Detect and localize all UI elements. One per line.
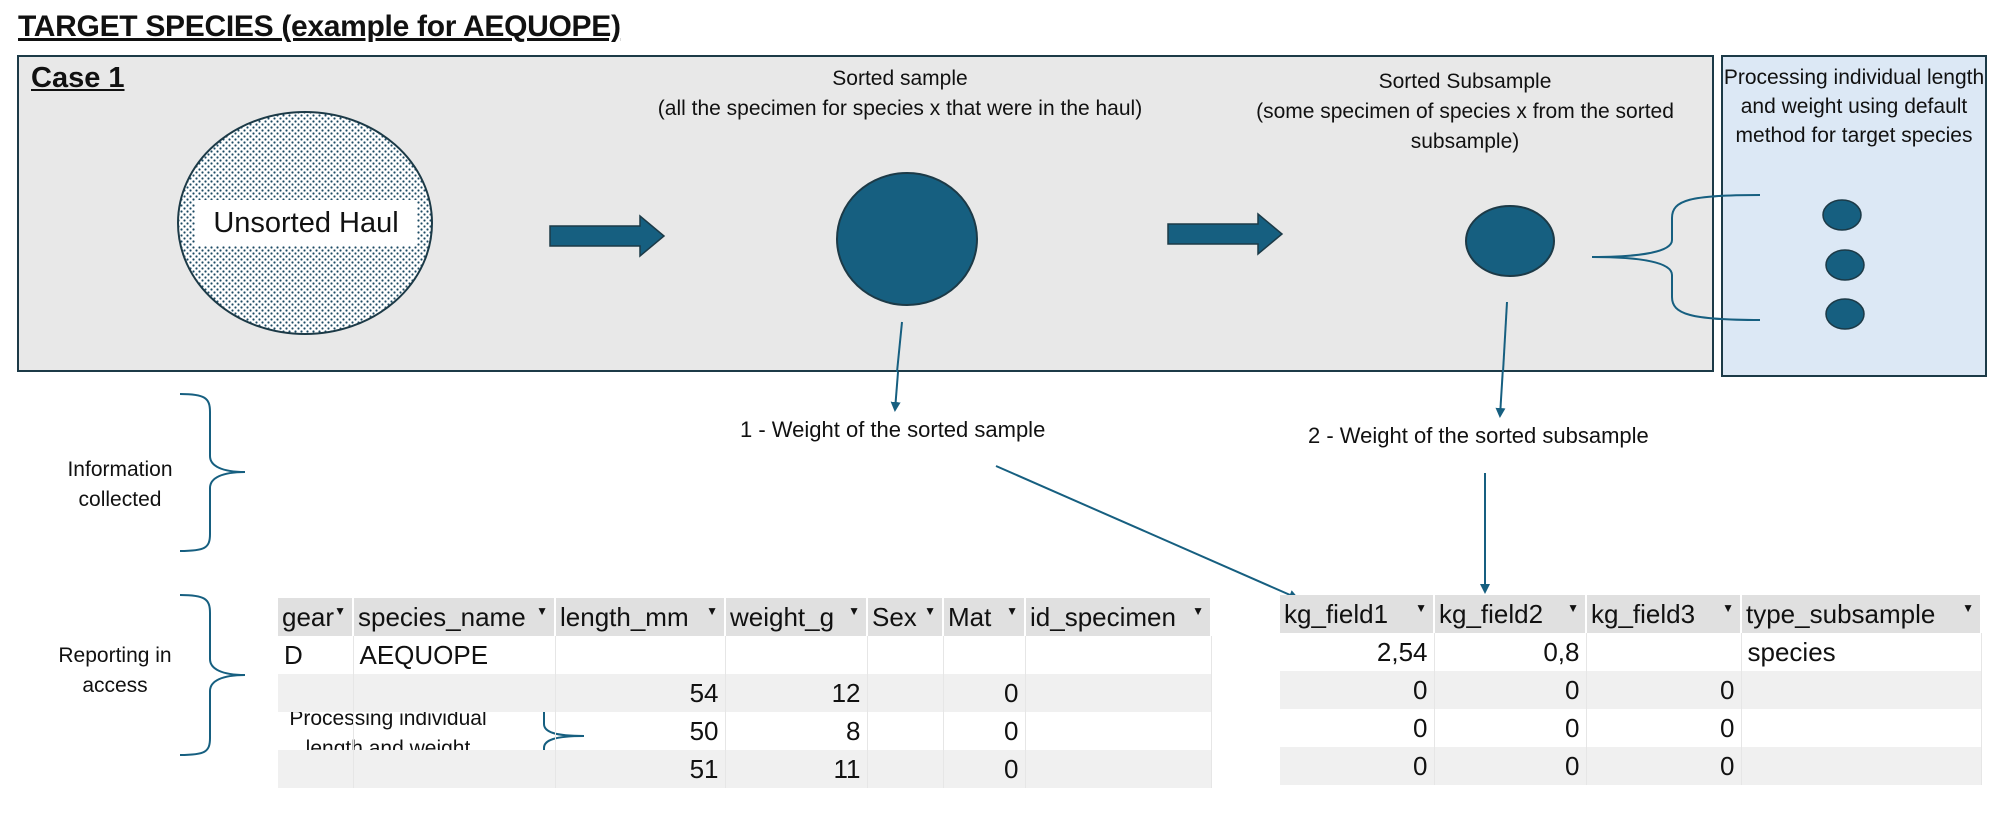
table-row: D AEQUOPE bbox=[278, 636, 1212, 674]
table-cell[interactable] bbox=[1741, 747, 1982, 785]
information-collected-label: Information collected bbox=[67, 458, 173, 511]
page-title: TARGET SPECIES (example for AEQUOPE) bbox=[18, 10, 621, 43]
weight-sorted-subsample-label: 2 - Weight of the sorted subsample bbox=[1308, 423, 1649, 448]
table-cell[interactable] bbox=[555, 636, 726, 674]
table-cell[interactable]: 0 bbox=[1434, 671, 1587, 709]
arrow-weight1-to-kgfield1 bbox=[995, 465, 1299, 600]
table-cell[interactable] bbox=[1586, 633, 1742, 671]
reporting-label: Reporting in access bbox=[58, 644, 172, 697]
table-cell[interactable]: 54 bbox=[555, 674, 726, 712]
case-label: Case 1 bbox=[31, 62, 125, 94]
column-header[interactable]: gear▼ bbox=[278, 598, 354, 636]
table-cell[interactable] bbox=[1025, 636, 1212, 674]
table-cell[interactable]: 0 bbox=[1434, 747, 1587, 785]
column-header[interactable]: Sex▼ bbox=[867, 598, 944, 636]
table-cell[interactable]: 51 bbox=[555, 750, 726, 788]
table-cell[interactable]: 0,8 bbox=[1434, 633, 1587, 671]
specimen-table: gear▼ species_name▼ length_mm▼ weight_g▼… bbox=[278, 598, 1212, 788]
table-cell[interactable]: AEQUOPE bbox=[353, 636, 556, 674]
column-header[interactable]: id_specimen▼ bbox=[1025, 598, 1212, 636]
table-cell[interactable] bbox=[1025, 712, 1212, 750]
brace-information bbox=[179, 393, 246, 552]
table-cell[interactable]: 0 bbox=[1280, 671, 1435, 709]
table-cell[interactable]: 8 bbox=[725, 712, 868, 750]
table-cell[interactable]: 0 bbox=[1586, 671, 1742, 709]
table-cell[interactable] bbox=[867, 674, 944, 712]
table-cell[interactable] bbox=[278, 750, 354, 788]
table-cell[interactable]: 12 bbox=[725, 674, 868, 712]
column-header[interactable]: type_subsample▼ bbox=[1741, 595, 1982, 633]
table-cell[interactable] bbox=[943, 636, 1026, 674]
table-cell[interactable]: 0 bbox=[943, 674, 1026, 712]
table-cell[interactable]: 50 bbox=[555, 712, 726, 750]
table-row: 2,54 0,8 species bbox=[1280, 633, 1982, 671]
table-header-row: kg_field1▼ kg_field2▼ kg_field3▼ type_su… bbox=[1280, 595, 1982, 633]
table-row: 0 0 0 bbox=[1280, 709, 1982, 747]
column-header[interactable]: kg_field2▼ bbox=[1434, 595, 1587, 633]
column-header[interactable]: Mat▼ bbox=[943, 598, 1026, 636]
table-cell[interactable]: 0 bbox=[1280, 747, 1435, 785]
table-cell[interactable] bbox=[353, 712, 556, 750]
table-cell[interactable]: 2,54 bbox=[1280, 633, 1435, 671]
table-header-row: gear▼ species_name▼ length_mm▼ weight_g▼… bbox=[278, 598, 1212, 636]
table-cell[interactable] bbox=[1741, 671, 1982, 709]
table-row: 51 11 0 bbox=[278, 750, 1212, 788]
table-cell[interactable]: 11 bbox=[725, 750, 868, 788]
column-header[interactable]: length_mm▼ bbox=[555, 598, 726, 636]
table-cell[interactable] bbox=[353, 674, 556, 712]
table-row: 0 0 0 bbox=[1280, 671, 1982, 709]
table-cell[interactable] bbox=[278, 674, 354, 712]
table-cell[interactable] bbox=[867, 636, 944, 674]
table-cell[interactable] bbox=[1025, 674, 1212, 712]
table-cell[interactable]: 0 bbox=[943, 750, 1026, 788]
brace-reporting bbox=[179, 594, 246, 756]
table-row: 50 8 0 bbox=[278, 712, 1212, 750]
weight-sorted-sample-label: 1 - Weight of the sorted sample bbox=[740, 417, 1046, 442]
table-cell[interactable]: D bbox=[278, 636, 354, 674]
table-cell[interactable]: species bbox=[1741, 633, 1982, 671]
column-header[interactable]: kg_field3▼ bbox=[1586, 595, 1742, 633]
column-header[interactable]: species_name▼ bbox=[353, 598, 556, 636]
column-header[interactable]: weight_g▼ bbox=[725, 598, 868, 636]
subsample-weight-table: kg_field1▼ kg_field2▼ kg_field3▼ type_su… bbox=[1280, 595, 1982, 785]
table-cell[interactable] bbox=[725, 636, 868, 674]
table-row: 0 0 0 bbox=[1280, 747, 1982, 785]
processing-panel-text: Processing individual length and weight … bbox=[1723, 66, 1985, 147]
table-cell[interactable]: 0 bbox=[1586, 747, 1742, 785]
table-cell[interactable] bbox=[867, 750, 944, 788]
sorted-subsample-title: Sorted Subsample (some specimen of speci… bbox=[1256, 70, 1674, 153]
table-cell[interactable] bbox=[1741, 709, 1982, 747]
table-cell[interactable]: 0 bbox=[1280, 709, 1435, 747]
unsorted-haul-label: Unsorted Haul bbox=[195, 200, 417, 246]
table-cell[interactable]: 0 bbox=[1434, 709, 1587, 747]
table-cell[interactable] bbox=[867, 712, 944, 750]
column-header[interactable]: kg_field1▼ bbox=[1280, 595, 1435, 633]
table-cell[interactable]: 0 bbox=[1586, 709, 1742, 747]
sorted-sample-title: Sorted sample (all the specimen for spec… bbox=[657, 67, 1143, 120]
table-cell[interactable] bbox=[278, 712, 354, 750]
table-row: 54 12 0 bbox=[278, 674, 1212, 712]
table-cell[interactable] bbox=[353, 750, 556, 788]
table-cell[interactable]: 0 bbox=[943, 712, 1026, 750]
table-cell[interactable] bbox=[1025, 750, 1212, 788]
